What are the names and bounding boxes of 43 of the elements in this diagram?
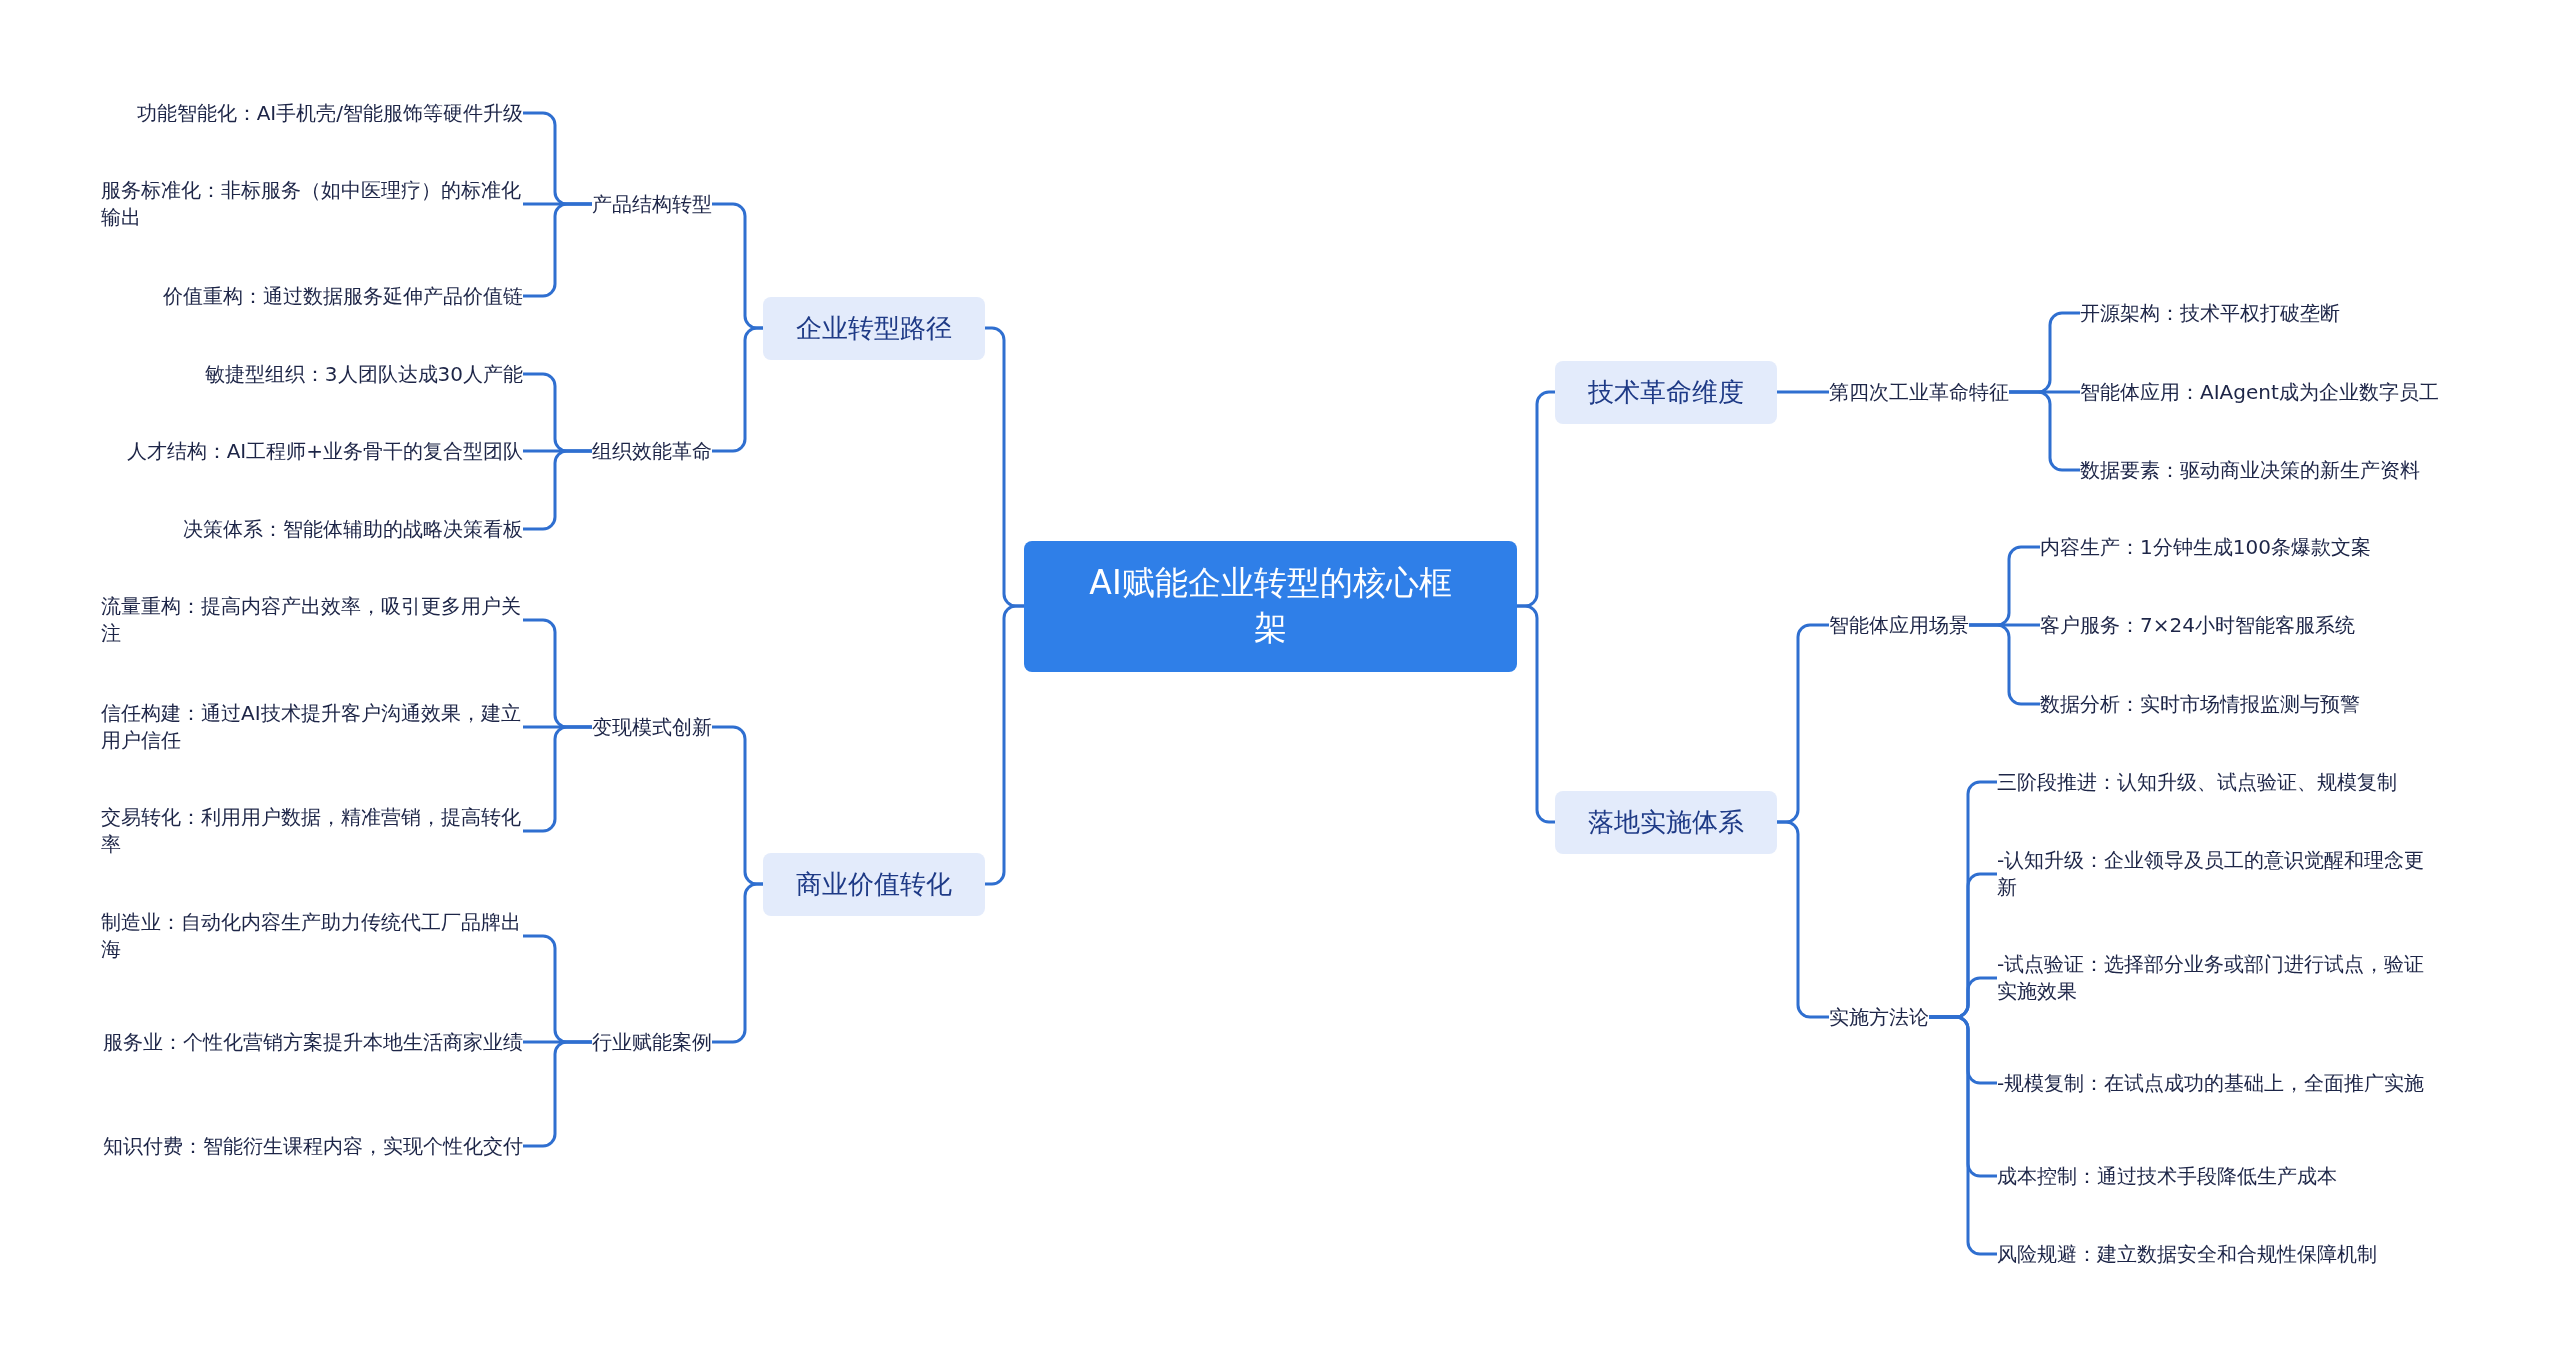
detail-text: 制造业：自动化内容生产助力传统代工厂品牌出海	[101, 909, 522, 963]
topic-box	[763, 852, 985, 916]
detail-text: 决策体系：智能体辅助的战略决策看板	[183, 515, 523, 543]
detail-text: 敏捷型组织：3人团队达成30人产能	[204, 360, 523, 388]
subtopic-text: 智能体应用场景	[1829, 611, 1969, 639]
subtopic-text: 变现模式创新	[592, 713, 712, 741]
topic-text: 技术革命维度	[1588, 375, 1744, 409]
detail-text: 客户服务：7×24小时智能客服系统	[2040, 611, 2355, 639]
detail-text: 人才结构：AI工程师+业务骨干的复合型团队	[126, 437, 523, 465]
subtopic-text: 行业赋能案例	[592, 1028, 712, 1056]
topic-text: 落地实施体系	[1588, 805, 1744, 839]
topic-text: 商业价值转化	[796, 867, 952, 901]
detail-text: 开源架构：技术平权打破垄断	[2080, 299, 2340, 327]
detail-text: 流量重构：提高内容产出效率，吸引更多用户关注	[101, 593, 522, 647]
detail-text: 数据要素：驱动商业决策的新生产资料	[2080, 456, 2420, 484]
detail-text: -试点验证：选择部分业务或部门进行试点，验证实施效果	[1997, 951, 2426, 1005]
detail-text: 信任构建：通过AI技术提升客户沟通效果，建立用户信任	[101, 700, 522, 754]
detail-text: 三阶段推进：认知升级、试点验证、规模复制	[1997, 768, 2397, 796]
detail-text: 风险规避：建立数据安全和合规性保障机制	[1997, 1240, 2377, 1268]
detail-text: 知识付费：智能衍生课程内容，实现个性化交付	[103, 1132, 523, 1160]
detail-text: 数据分析：实时市场情报监测与预警	[2040, 690, 2360, 718]
detail-text: 服务标准化：非标服务（如中医理疗）的标准化输出	[101, 177, 522, 231]
subtopic-text: 产品结构转型	[592, 190, 712, 218]
detail-text: -认知升级：企业领导及员工的意识觉醒和理念更新	[1997, 847, 2426, 901]
detail-text: 交易转化：利用用户数据，精准营销，提高转化率	[101, 804, 522, 858]
connector-line	[1777, 390, 1829, 394]
detail-text: 智能体应用：AIAgent成为企业数字员工	[2080, 378, 2439, 406]
detail-text: 成本控制：通过技术手段降低生产成本	[1997, 1162, 2337, 1190]
central-topic-box	[1024, 540, 1517, 672]
topic-box	[1555, 790, 1777, 854]
subtopic-text: 第四次工业革命特征	[1829, 378, 2009, 406]
connector-line	[985, 604, 1024, 886]
detail-text: 内容生产：1分钟生成100条爆款文案	[2040, 533, 2371, 561]
subtopic-text: 组织效能革命	[592, 437, 712, 465]
central-topic-text: AI赋能企业转型的核心框架	[1088, 562, 1453, 649]
detail-text: 价值重构：通过数据服务延伸产品价值链	[163, 282, 523, 310]
detail-text: 功能智能化：AI手机壳/智能服饰等硬件升级	[136, 99, 523, 127]
topic-text: 企业转型路径	[796, 311, 952, 345]
topic-box	[763, 296, 985, 360]
detail-text: 服务业：个性化营销方案提升本地生活商家业绩	[103, 1028, 523, 1056]
topic-box	[1555, 360, 1777, 424]
detail-text: -规模复制：在试点成功的基础上，全面推广实施	[1997, 1069, 2425, 1097]
subtopic-text: 实施方法论	[1829, 1003, 1929, 1031]
